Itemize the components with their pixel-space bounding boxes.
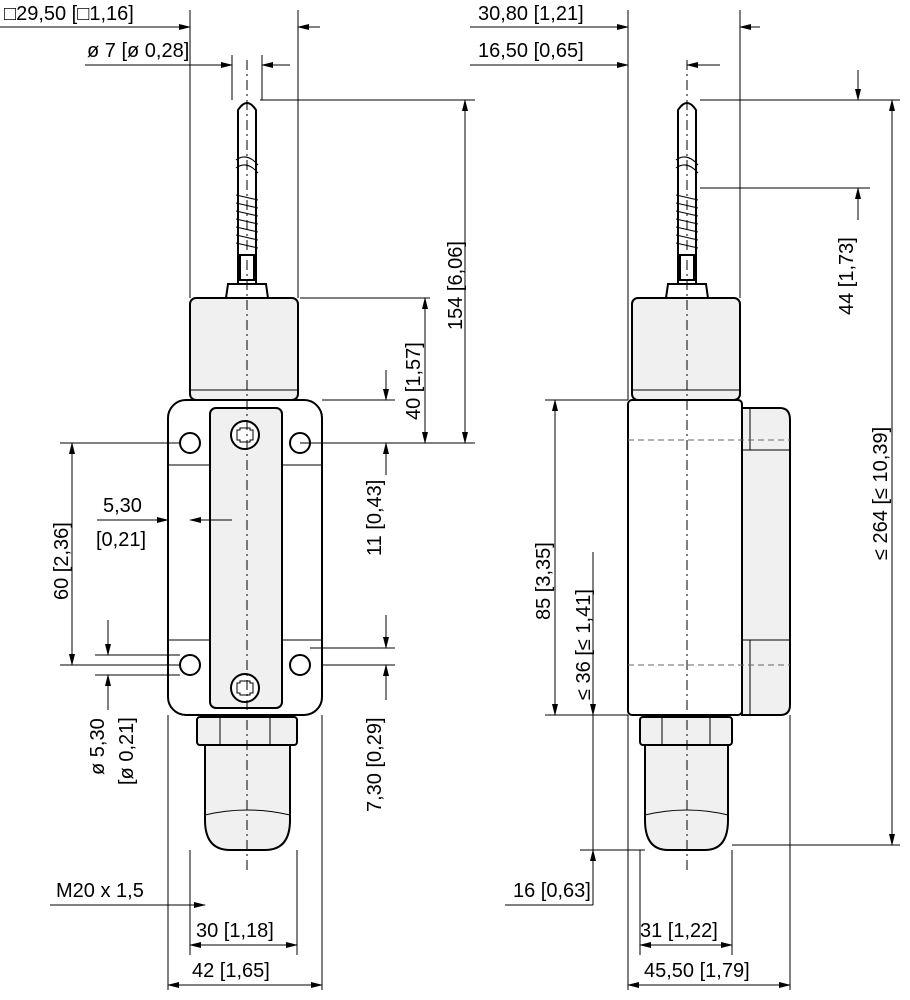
dim-width-square: □29,50 [□1,16] (4, 3, 134, 25)
dim-depth-31: 31 [1,22] (640, 920, 718, 942)
dim-height-40: 40 [1,57] (403, 342, 425, 420)
dim-depth-3080: 30,80 [1,21] (478, 3, 584, 25)
dim-hole-diameter: ø 5,30 (87, 718, 109, 775)
front-view: □29,50 [□1,16] ø 7 [ø 0,28] 154 [6,06] 4… (0, 3, 475, 990)
switch-body (167, 399, 323, 716)
dim-height-60: 60 [2,36] (51, 522, 73, 600)
mounting-hole (289, 654, 311, 676)
cable-gland (196, 716, 298, 851)
dim-offset-530: 5,30 (103, 495, 142, 517)
dim-height-730: 7,30 [0,29] (364, 717, 386, 812)
mounting-hole (179, 432, 201, 454)
side-view: 30,80 [1,21] 16,50 [0,65] 44 [1,73] ≤ 26… (470, 3, 900, 990)
dim-height-36: ≤ 36 [≤ 1,41] (573, 589, 595, 700)
dim-offset-530-in: [0,21] (96, 529, 146, 551)
dim-height-264: ≤ 264 [≤ 10,39] (870, 427, 892, 560)
dim-height-44: 44 [1,73] (836, 237, 858, 315)
mounting-hole (179, 654, 201, 676)
screw-icon (230, 420, 260, 450)
dim-height-154: 154 [6,06] (445, 241, 467, 330)
dim-height-16: 16 [0,63] (513, 880, 591, 902)
cable-gland (639, 716, 733, 851)
dimension-lines (0, 10, 475, 990)
dim-height-85: 85 [3,35] (533, 542, 555, 620)
upper-housing (631, 297, 741, 401)
dim-depth-4550: 45,50 [1,79] (644, 960, 750, 982)
dim-width-42: 42 [1,65] (192, 960, 270, 982)
dim-height-11: 11 [0,43] (364, 480, 386, 556)
dim-hole-diameter-in: [ø 0,21] (116, 717, 138, 785)
dim-width-30: 30 [1,18] (196, 920, 274, 942)
dim-depth-1650: 16,50 [0,65] (478, 40, 584, 62)
switch-body (627, 399, 743, 716)
upper-housing (189, 297, 299, 401)
dimension-lines (470, 10, 900, 990)
thread-label: M20 x 1,5 (56, 880, 144, 902)
screw-icon (230, 673, 260, 703)
side-cover (741, 407, 791, 716)
dim-rod-diameter: ø 7 [ø 0,28] (87, 40, 189, 62)
